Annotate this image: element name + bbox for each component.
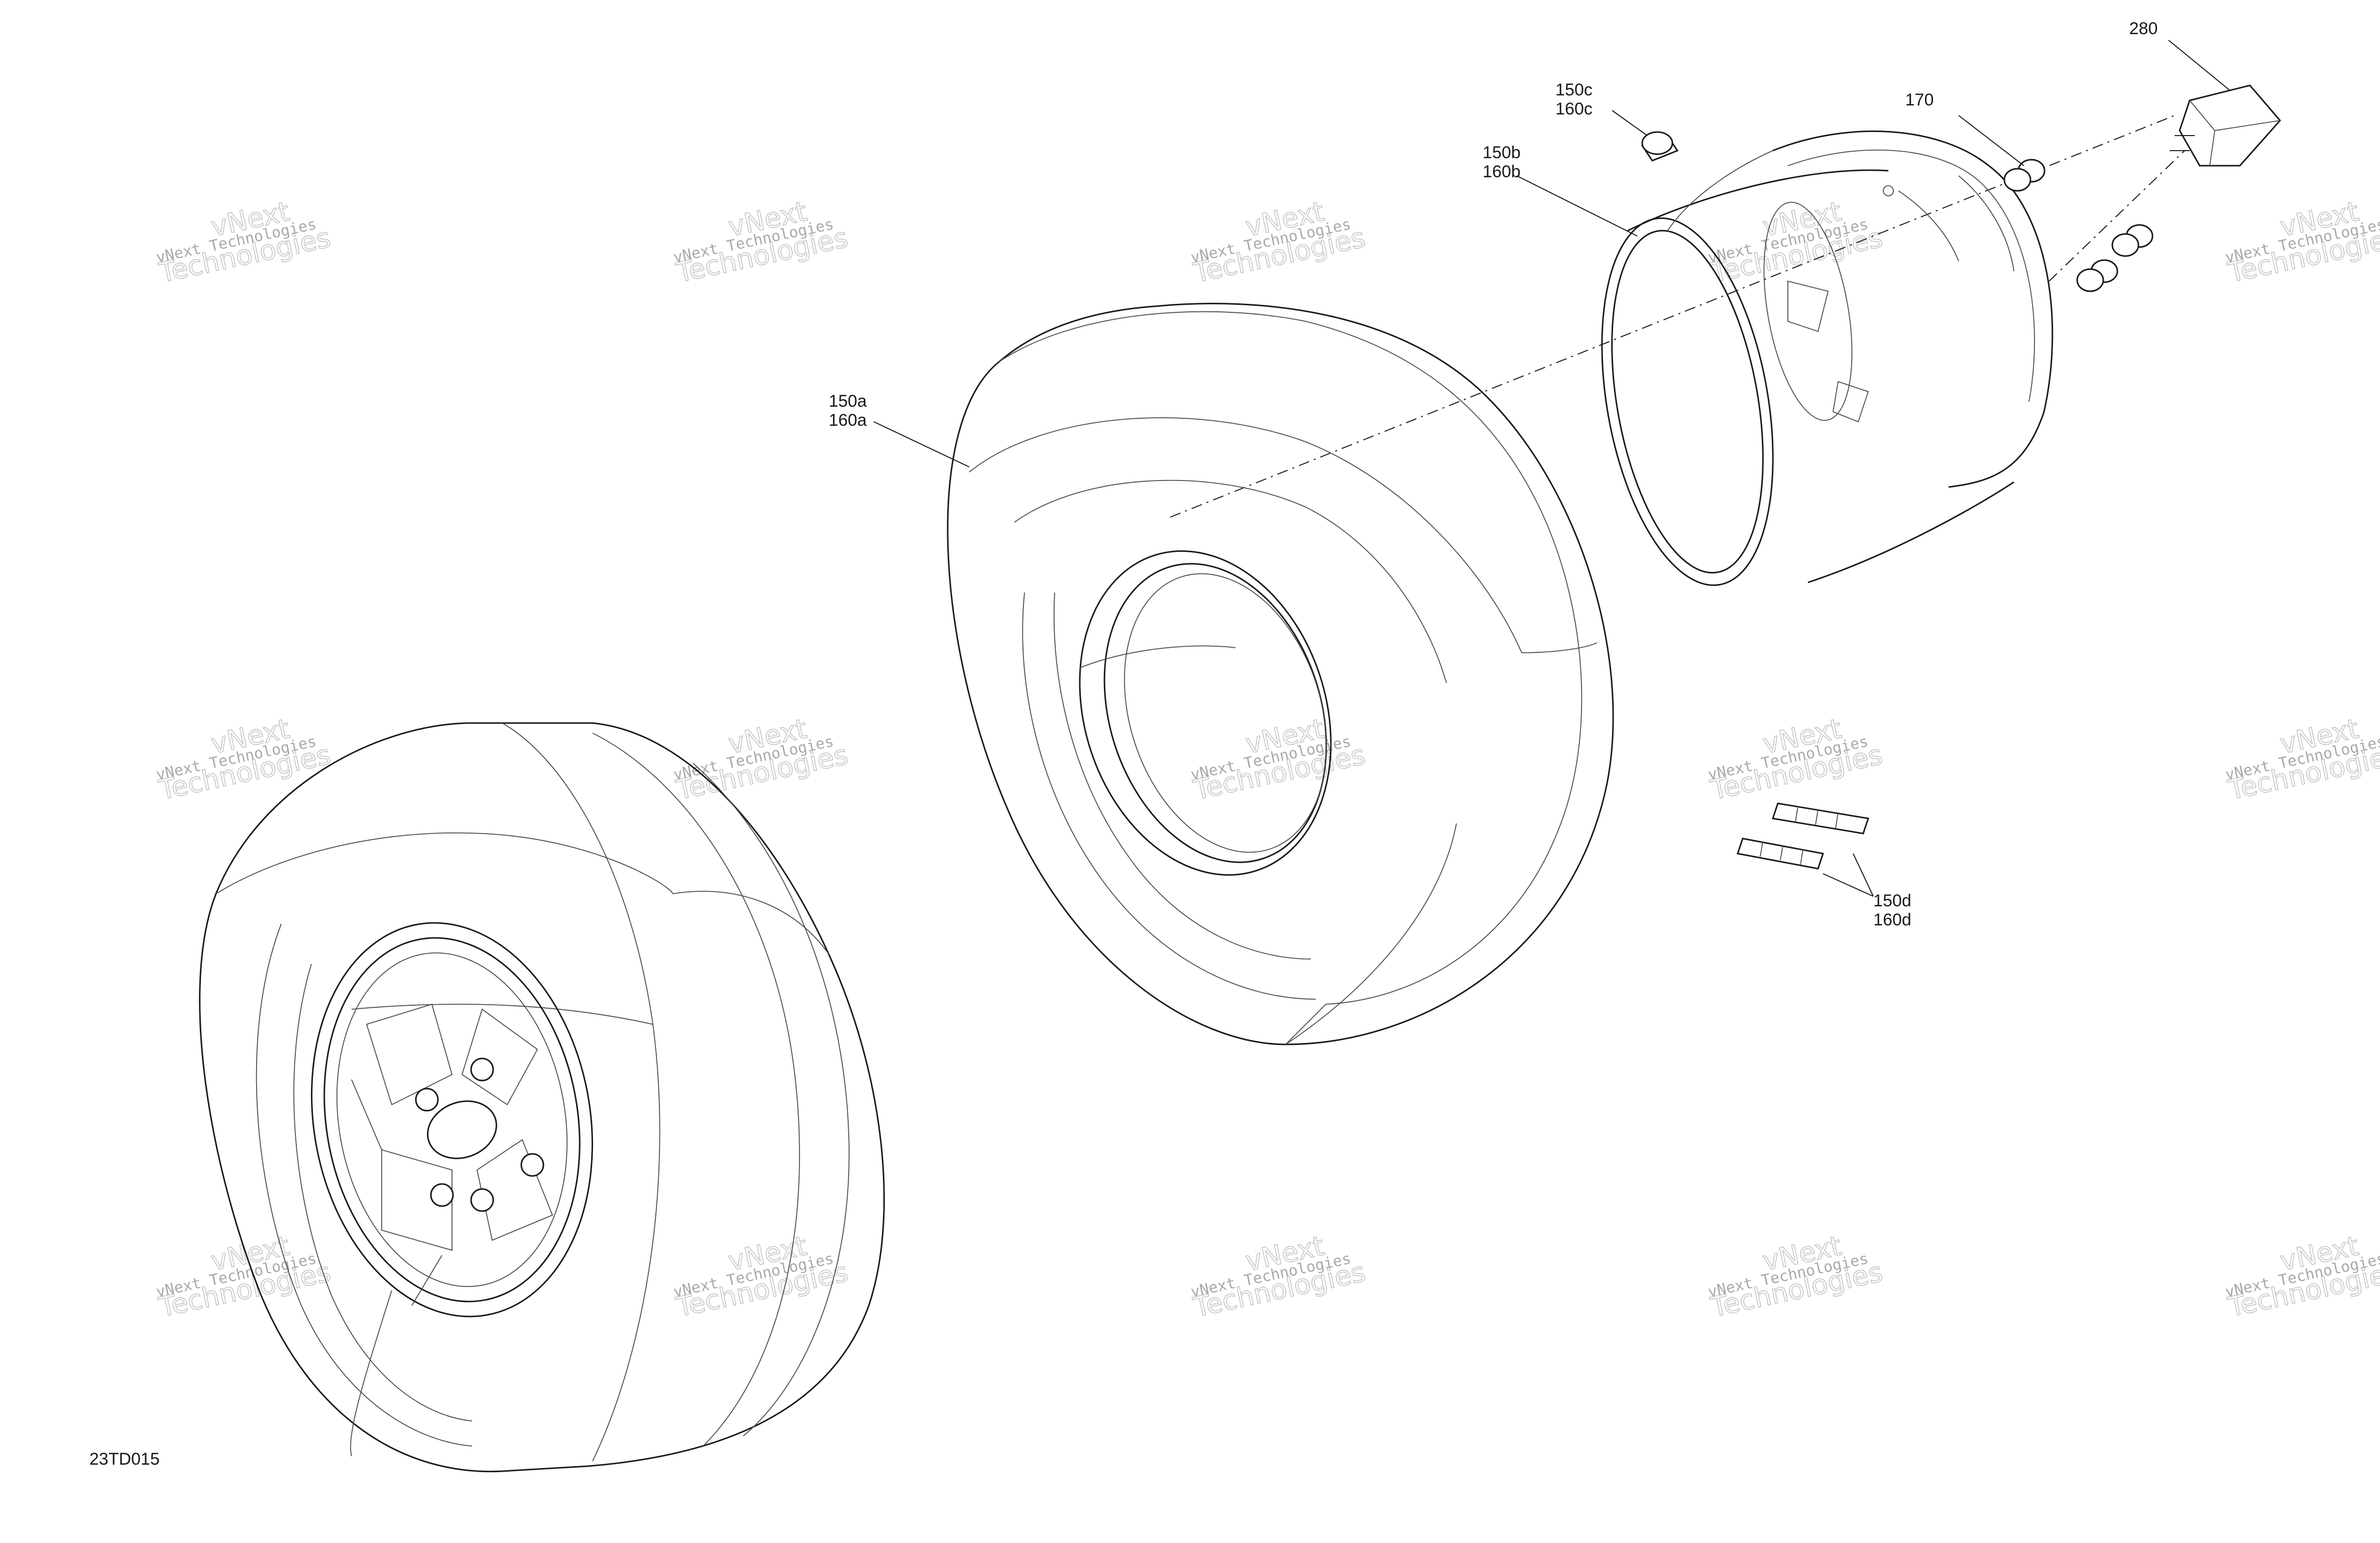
tire — [947, 303, 1614, 1045]
valve-stem — [1641, 131, 1679, 162]
leader-150c — [1612, 110, 1648, 136]
leader-150b — [1516, 175, 1638, 236]
leader-280 — [2168, 40, 2230, 91]
leader-150d — [1823, 853, 1874, 897]
leader-150a — [873, 421, 970, 467]
callout-280: 280 — [2129, 19, 2158, 38]
hub-cap — [2170, 84, 2281, 167]
assembled-wheel — [199, 722, 885, 1473]
diagram-code: 23TD015 — [89, 1450, 160, 1469]
leader-170 — [1958, 115, 2024, 166]
balance-weights — [1737, 802, 1869, 870]
rim — [1601, 131, 2054, 586]
lug-nuts — [2003, 159, 2154, 292]
callout-170: 170 — [1905, 90, 1934, 109]
stud-axis-line — [2049, 150, 2185, 282]
